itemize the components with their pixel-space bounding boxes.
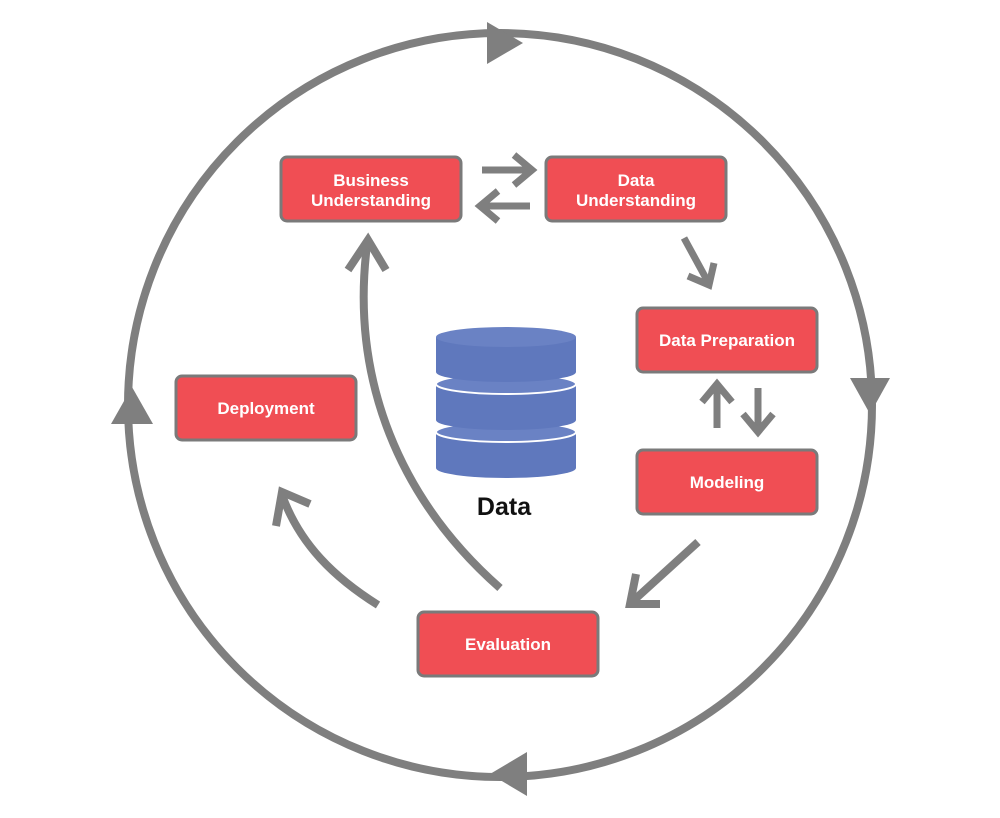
modeling-box — [635, 448, 819, 516]
node-deployment: Deployment — [174, 374, 358, 442]
arrow-data-understanding-to-data-preparation — [680, 236, 718, 290]
database-segment-top — [436, 337, 576, 382]
arrow-business-to-data-understanding — [482, 152, 538, 188]
arrow-modeling-to-data-preparation — [699, 378, 735, 428]
business-understanding-box — [279, 155, 463, 223]
node-modeling: Modeling — [635, 448, 819, 516]
node-business-understanding: Business Understanding — [279, 155, 463, 223]
arrow-modeling-to-evaluation — [625, 539, 701, 608]
database-segment-bottom — [436, 432, 576, 478]
deployment-box — [174, 374, 358, 442]
data-understanding-label-line2: Understanding — [576, 191, 696, 210]
modeling-label: Modeling — [690, 473, 765, 492]
node-evaluation: Evaluation — [416, 610, 600, 678]
arrow-data-preparation-to-modeling — [740, 388, 776, 438]
outer-ring-arrowhead-left — [111, 387, 153, 424]
outer-ring-arrowhead-right — [850, 378, 890, 414]
outer-cycle — [111, 22, 890, 796]
database-segment-top-top — [436, 327, 576, 347]
inner-arrows — [272, 152, 776, 609]
database-icon — [435, 327, 577, 478]
database-segment-middle — [436, 384, 576, 430]
data-preparation-label: Data Preparation — [659, 331, 795, 350]
node-data-understanding: Data Understanding — [544, 155, 728, 223]
outer-ring-arrowhead-top — [487, 22, 523, 64]
business-understanding-label-line2: Understanding — [311, 191, 431, 210]
outer-ring-arrowhead-bottom — [490, 752, 527, 796]
center-data-label: Data — [477, 493, 532, 521]
data-preparation-box — [635, 306, 819, 374]
data-understanding-box — [544, 155, 728, 223]
arrow-data-understanding-to-business — [474, 188, 530, 224]
arrow-evaluation-to-deployment — [272, 486, 381, 609]
evaluation-box — [416, 610, 600, 678]
arrow-evaluation-to-business — [344, 232, 503, 592]
business-understanding-label-line1: Business — [333, 171, 409, 190]
deployment-label: Deployment — [217, 399, 315, 418]
node-data-preparation: Data Preparation — [635, 306, 819, 374]
evaluation-label: Evaluation — [465, 635, 551, 654]
data-understanding-label-line1: Data — [618, 171, 655, 190]
